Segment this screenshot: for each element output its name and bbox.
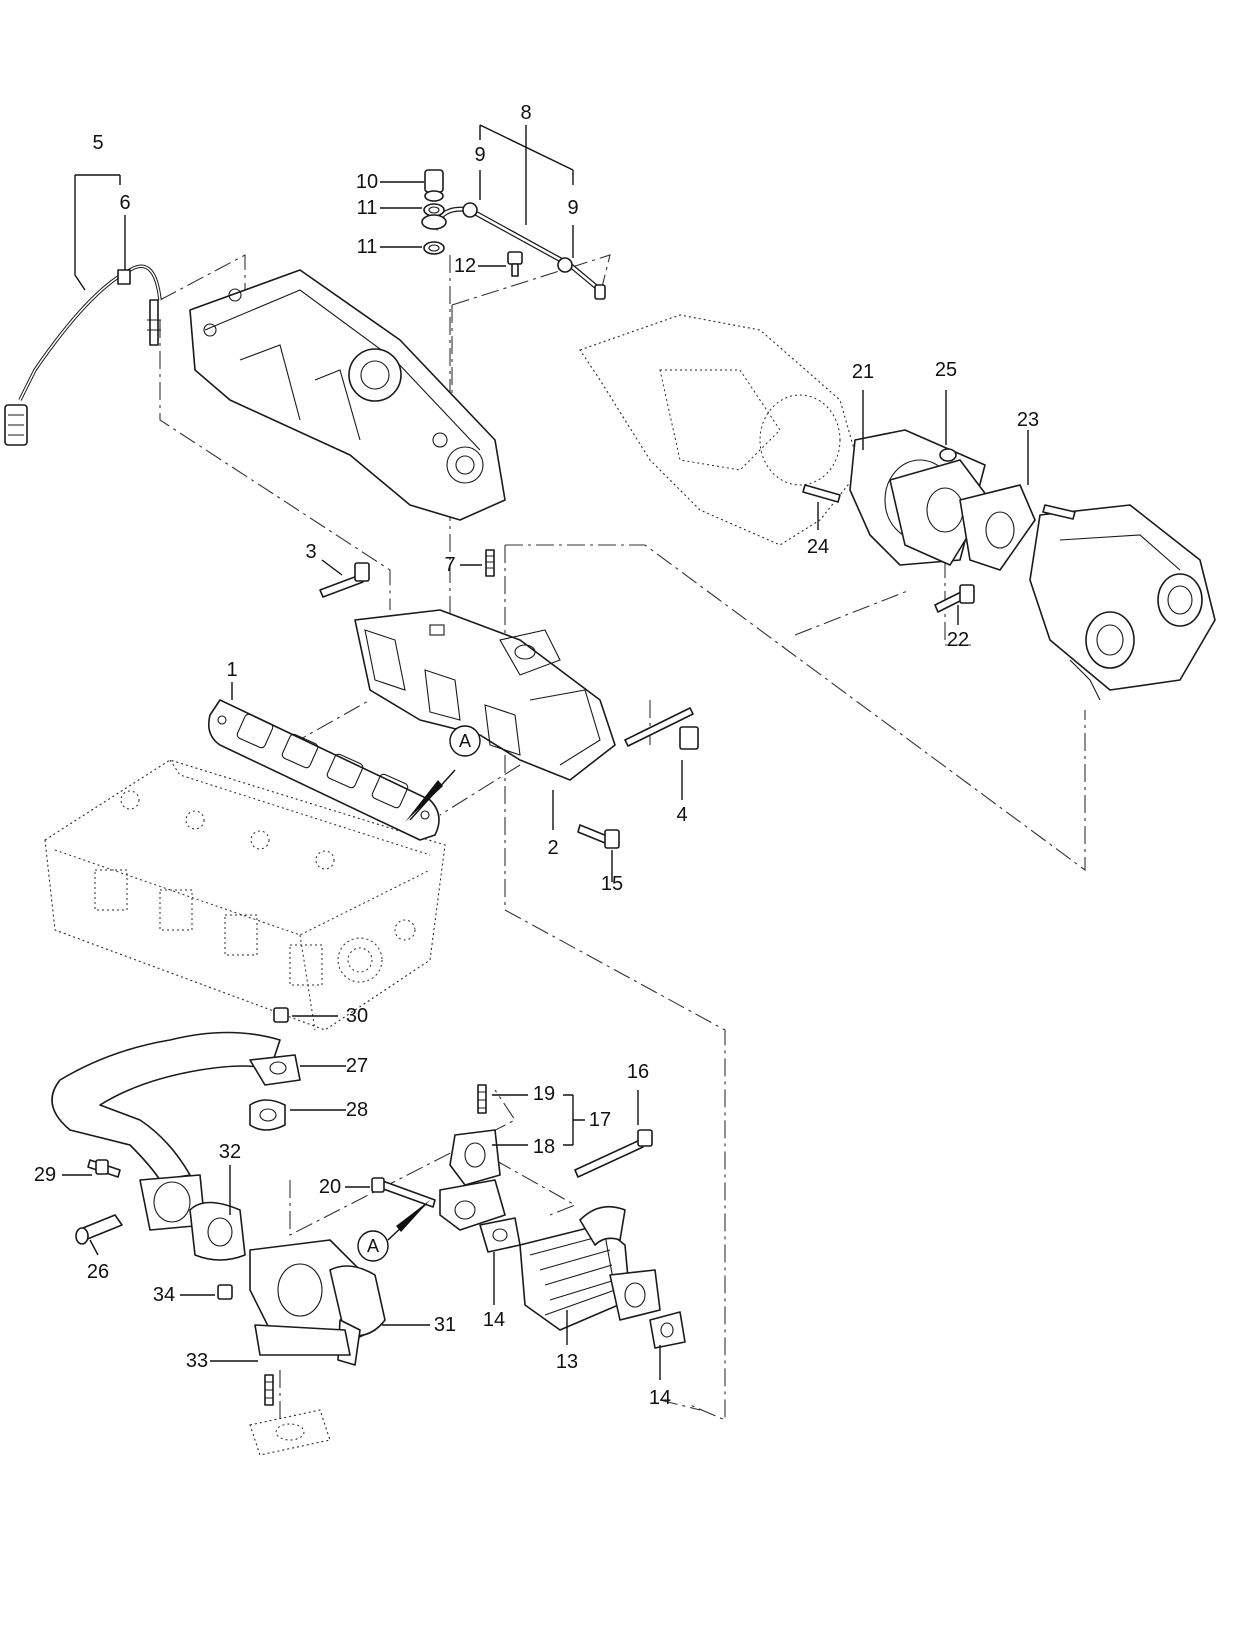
callout-15: 15 xyxy=(601,873,623,895)
callout-32: 32 xyxy=(219,1141,241,1163)
egr-cooler xyxy=(371,1084,686,1349)
callout-23: 23 xyxy=(1017,409,1039,431)
temperature-sensor-harness xyxy=(4,264,162,446)
callout-4: 4 xyxy=(676,804,687,826)
callout-11b: 11 xyxy=(357,236,378,258)
callout-18: 18 xyxy=(533,1136,555,1158)
callout-10: 10 xyxy=(356,171,378,193)
reference-circle-lower xyxy=(357,1230,389,1262)
callout-3: 3 xyxy=(305,541,316,563)
callout-6: 6 xyxy=(119,192,130,214)
callout-labels: 1 2 3 4 5 6 7 8 9 9 10 11 11 12 13 14 14… xyxy=(34,102,1039,1409)
callout-26: 26 xyxy=(87,1261,109,1283)
callout-24: 24 xyxy=(807,536,829,558)
reference-markers: A A xyxy=(357,725,481,1262)
manifold-gasket xyxy=(207,699,440,841)
callout-2: 2 xyxy=(547,837,558,859)
callout-11a: 11 xyxy=(357,197,378,219)
callout-14b: 14 xyxy=(649,1387,671,1409)
callout-5: 5 xyxy=(92,132,103,154)
callout-9a: 9 xyxy=(474,144,485,166)
callout-34: 34 xyxy=(153,1284,175,1306)
callout-16: 16 xyxy=(627,1061,649,1083)
callout-28: 28 xyxy=(346,1099,368,1121)
callout-31: 31 xyxy=(434,1314,456,1336)
reference-label-lower: A xyxy=(367,1236,379,1256)
callout-7: 7 xyxy=(444,554,455,576)
callout-27: 27 xyxy=(346,1055,368,1077)
exhaust-manifold xyxy=(354,609,616,781)
egr-pipe xyxy=(51,1007,301,1181)
callout-13: 13 xyxy=(556,1351,578,1373)
callout-30: 30 xyxy=(346,1005,368,1027)
reference-label-upper: A xyxy=(459,731,471,751)
callout-29: 29 xyxy=(34,1164,56,1186)
callout-19: 19 xyxy=(533,1083,555,1105)
callout-22: 22 xyxy=(947,629,969,651)
egr-valve xyxy=(75,1159,386,1456)
callout-8: 8 xyxy=(520,102,531,124)
valve-cover xyxy=(189,269,506,521)
callout-9b: 9 xyxy=(567,197,578,219)
cylinder-head xyxy=(44,759,446,1031)
reference-circle-upper xyxy=(449,725,481,757)
callout-21: 21 xyxy=(852,361,874,383)
oil-pipe xyxy=(421,169,606,300)
callout-14a: 14 xyxy=(483,1309,505,1331)
callout-25: 25 xyxy=(935,359,957,381)
callout-17: 17 xyxy=(589,1109,611,1131)
turbo-assembly xyxy=(579,314,1216,701)
callout-33: 33 xyxy=(186,1350,208,1372)
callout-20: 20 xyxy=(319,1176,341,1198)
leader-lines xyxy=(62,124,1029,1380)
callout-12: 12 xyxy=(454,255,476,277)
callout-1: 1 xyxy=(226,659,237,681)
fasteners-upper xyxy=(319,549,699,849)
